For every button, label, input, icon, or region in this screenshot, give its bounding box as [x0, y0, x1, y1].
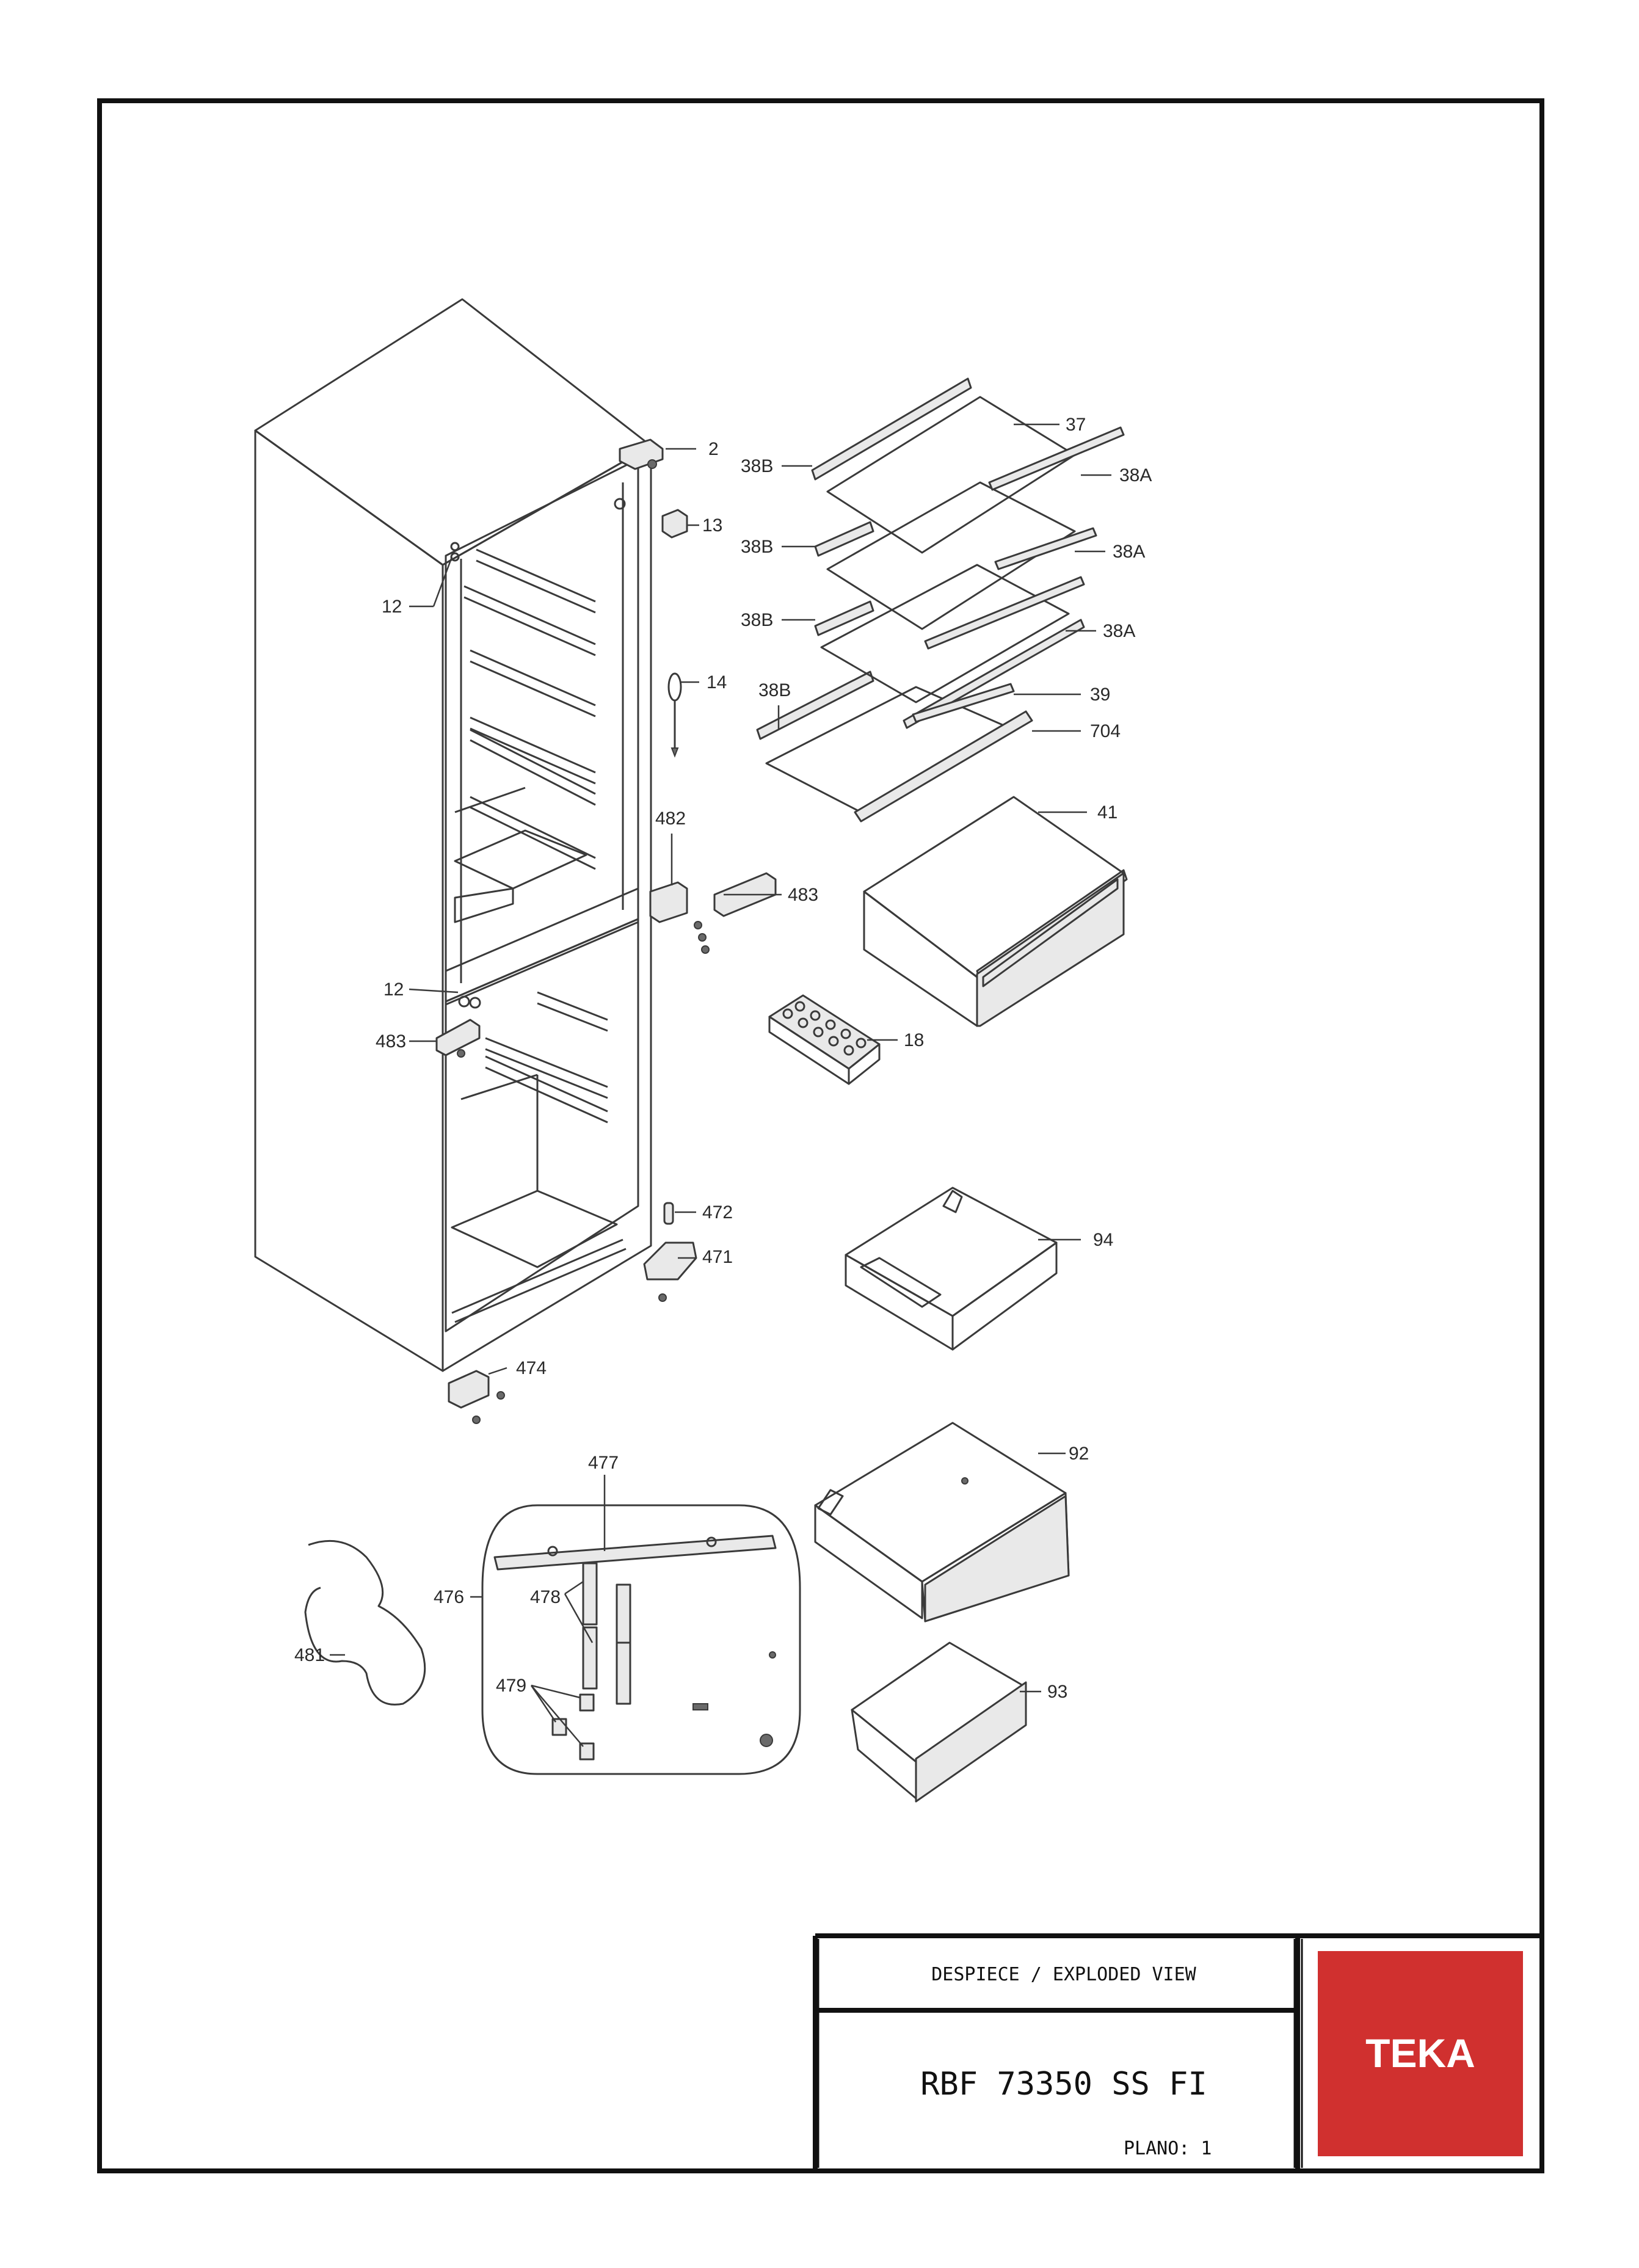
drawer-93 — [851, 1641, 1027, 1803]
title-block-model: RBF 73350 SS FI — [920, 2066, 1207, 2103]
callout-94: 94 — [1093, 1230, 1113, 1250]
callout-41: 41 — [1097, 802, 1118, 823]
title-block-sheet: PLANO: 1 — [1124, 2138, 1212, 2159]
callout-483-right: 483 — [788, 885, 818, 905]
tray-94 — [845, 1187, 1058, 1351]
callout-476: 476 — [434, 1587, 464, 1607]
callout-38a-1: 38A — [1119, 465, 1152, 485]
part-14 — [667, 672, 682, 758]
callout-37: 37 — [1066, 415, 1086, 435]
callout-478: 478 — [530, 1587, 561, 1607]
callout-38b-3: 38B — [741, 610, 773, 630]
callout-483-left: 483 — [376, 1031, 406, 1052]
callout-704: 704 — [1090, 721, 1121, 741]
part-472-pin — [663, 1202, 674, 1225]
callout-leaders — [330, 423, 1111, 1747]
freezer-shelf-rails — [451, 991, 627, 1323]
callout-92: 92 — [1069, 1444, 1089, 1464]
bracket-483-left — [435, 1019, 481, 1056]
callout-474: 474 — [516, 1358, 547, 1378]
part-478-clips — [582, 1562, 631, 1705]
part-479-brackets — [551, 1693, 595, 1761]
callout-38b-1: 38B — [741, 456, 773, 476]
callout-labels: 2 37 38B 38A 13 38B 38A 12 38B 38A 14 38… — [294, 415, 1152, 1702]
egg-cups — [782, 1001, 867, 1056]
fridge-cabinet — [254, 298, 777, 1424]
title-block: DESPIECE / EXPLODED VIEW RBF 73350 SS FI… — [813, 1933, 1542, 2171]
glass-shelves — [756, 377, 1125, 823]
part-39 — [912, 683, 1015, 723]
drawer-92 — [814, 1422, 1070, 1623]
sheet-border — [97, 98, 1544, 2173]
accessory-kit-476 — [481, 1504, 801, 1775]
callout-479: 479 — [496, 1676, 526, 1696]
teka-logo — [1318, 1951, 1523, 2156]
callout-38b-4: 38B — [758, 680, 791, 700]
callout-471: 471 — [702, 1247, 733, 1267]
callout-12-mid: 12 — [383, 980, 404, 1000]
part-481-gasket — [304, 1539, 426, 1706]
callout-2: 2 — [708, 439, 719, 459]
part-704 — [854, 710, 1033, 823]
callout-481: 481 — [294, 1645, 325, 1665]
teka-logo-text: TEKA — [1365, 2030, 1475, 2076]
part-13 — [661, 509, 688, 539]
callout-39: 39 — [1090, 685, 1110, 705]
callout-38a-3: 38A — [1103, 621, 1135, 641]
callout-38a-2: 38A — [1113, 542, 1145, 562]
callout-38b-2: 38B — [741, 537, 773, 557]
callout-472: 472 — [702, 1202, 733, 1223]
part-471-bottom-hinge — [643, 1241, 697, 1281]
callout-14: 14 — [707, 672, 727, 692]
drawer-41 — [863, 796, 1128, 1027]
callout-477: 477 — [588, 1453, 619, 1473]
egg-tray-18 — [768, 994, 881, 1085]
part-477-rail — [493, 1535, 777, 1571]
fridge-shelf-rails — [454, 548, 596, 923]
callout-13: 13 — [702, 515, 722, 536]
callout-18: 18 — [904, 1030, 924, 1050]
title-block-heading: DESPIECE / EXPLODED VIEW — [931, 1964, 1196, 1985]
callout-93: 93 — [1047, 1682, 1067, 1702]
part-474-foot — [448, 1370, 490, 1409]
callout-482: 482 — [655, 809, 686, 829]
middle-hinge — [649, 881, 688, 923]
callout-12-top: 12 — [382, 597, 402, 617]
